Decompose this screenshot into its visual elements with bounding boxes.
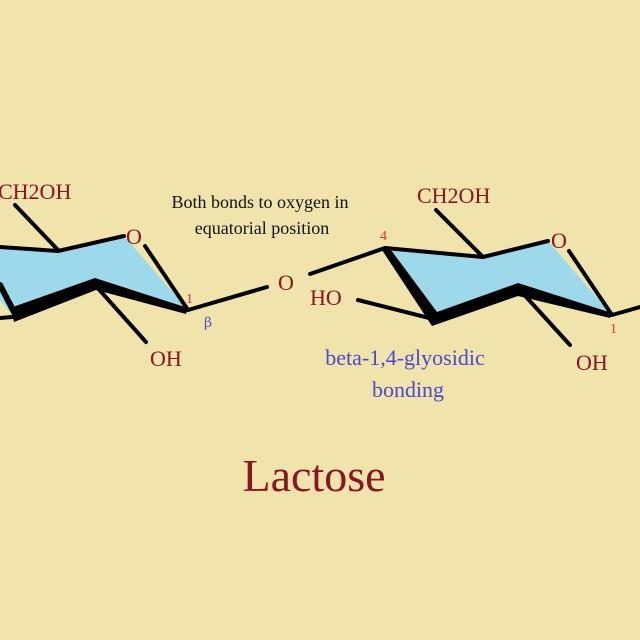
right-ring-oxygen: O xyxy=(551,228,567,253)
left-galactose-ring xyxy=(0,203,269,344)
left-ch2oh-label: CH2OH xyxy=(0,179,71,204)
right-glucose-ring xyxy=(308,208,640,347)
beta-anomer-label: β xyxy=(204,315,212,331)
left-ring-thick-edge xyxy=(10,278,188,322)
right-carbon-4-label: 4 xyxy=(380,229,387,244)
note-line-2: equatorial position xyxy=(195,218,329,238)
bond-label-line-1: beta-1,4-glyosidic xyxy=(325,345,485,370)
bond-label-line-2: bonding xyxy=(372,377,444,402)
right-ring-fill xyxy=(385,241,612,320)
note-line-1: Both bonds to oxygen in xyxy=(171,192,348,212)
right-ch2oh-label: CH2OH xyxy=(417,183,490,208)
left-carbon-1-label: 1 xyxy=(186,292,193,307)
glycosidic-oxygen: O xyxy=(278,270,294,295)
right-carbon-1-label: 1 xyxy=(610,322,617,337)
diagram-title: Lactose xyxy=(242,450,385,501)
left-ring-oxygen: O xyxy=(126,224,142,249)
right-oh-label: OH xyxy=(576,350,608,375)
left-oh-label: OH xyxy=(150,346,182,371)
right-ho-label: HO xyxy=(310,285,342,310)
